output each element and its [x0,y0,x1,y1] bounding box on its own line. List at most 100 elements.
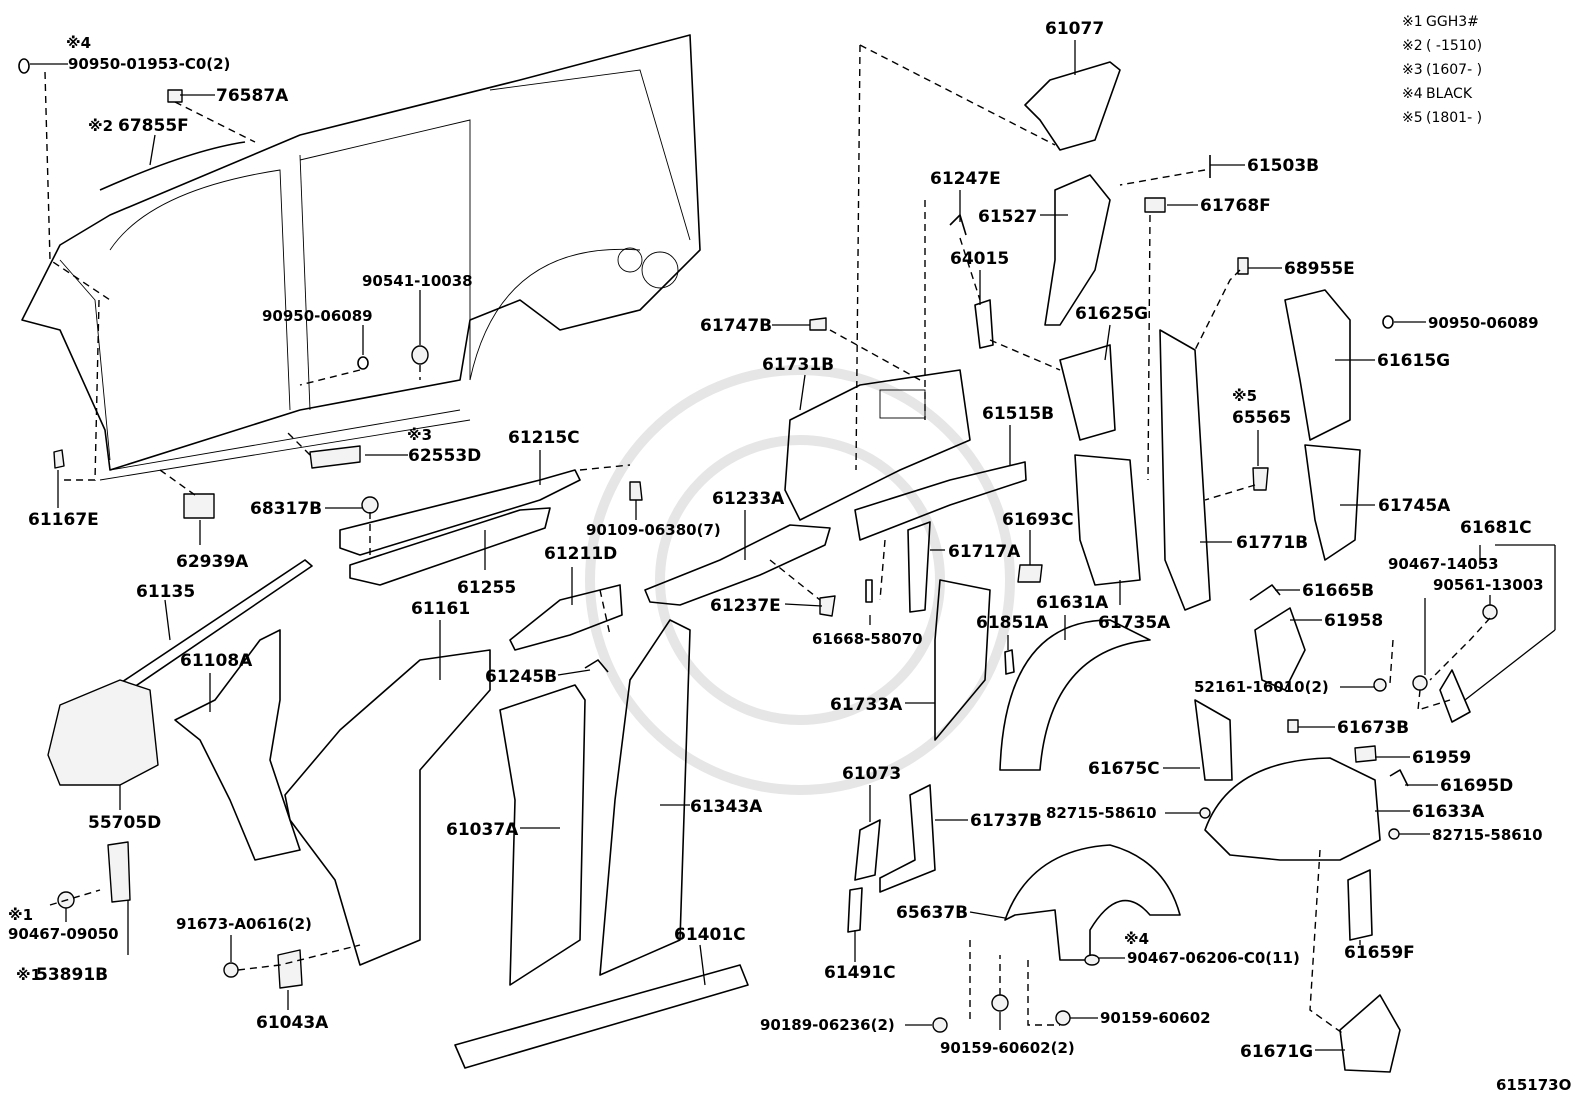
side-panel-outer-drawing [21,34,701,481]
part-label[interactable]: 65637B [896,903,968,923]
part-label[interactable]: 90950-01953-C0(2) [68,55,230,73]
part-label[interactable]: 61527 [978,207,1037,227]
part-label[interactable]: 61731B [762,355,834,375]
plug-90950-06089-left-drawing [357,356,369,370]
panel-61737B-drawing [879,784,936,893]
part-label[interactable]: 90159-60602 [1100,1009,1211,1027]
part-label[interactable]: 82715-58610 [1046,804,1157,822]
part-label[interactable]: 61135 [136,582,195,602]
part-label[interactable]: 61233A [712,489,785,509]
part-label[interactable]: 61255 [457,578,516,598]
note-2: ※2 ( -1510) [1402,38,1482,54]
part-label[interactable]: 90950-06089 [262,307,373,325]
part-label[interactable]: 90189-06236(2) [760,1016,895,1034]
pillar-61161-drawing [284,649,491,966]
part-label[interactable]: 61161 [411,599,470,619]
bracket-61671G-drawing [1339,994,1401,1073]
part-label[interactable]: 61747B [700,316,772,336]
part-label[interactable]: 61167E [28,510,99,530]
part-label[interactable]: 52161-16010(2) [1194,678,1329,696]
part-label[interactable]: 68955E [1284,259,1355,279]
panel-61735A-drawing [1074,454,1141,586]
note-4: ※4 BLACK [1402,86,1473,102]
svg-text:※5: ※5 [1402,110,1423,126]
part-label[interactable]: 61737B [970,811,1042,831]
part-label[interactable]: 61717A [948,542,1021,562]
part-label[interactable]: 90950-06089 [1428,314,1539,332]
clip-90561-drawing [1482,604,1498,620]
part-label[interactable]: 61958 [1324,611,1383,631]
part-label[interactable]: 61515B [982,404,1054,424]
part-label[interactable]: 90159-60602(2) [940,1039,1075,1057]
part-label[interactable]: 61673B [1337,718,1409,738]
part-label[interactable]: 61043A [256,1013,329,1033]
part-label[interactable]: 61401C [674,925,746,945]
clip-61695D-drawing [1389,769,1409,787]
part-label[interactable]: 61745A [1378,496,1451,516]
bracket-61717A-drawing [907,521,931,613]
bolt-91673-drawing [223,962,239,978]
part-label[interactable]: 61695D [1440,776,1513,796]
part-label[interactable]: 61245B [485,667,557,687]
part-label[interactable]: 61491C [824,963,896,983]
part-label[interactable]: 61771B [1236,533,1308,553]
part-label[interactable]: 61631A [1036,593,1109,613]
part-label[interactable]: 61633A [1412,802,1485,822]
part-label[interactable]: 67855F [118,116,189,136]
part-label[interactable]: 61733A [830,695,903,715]
pillar-61037A-drawing [499,684,586,986]
part-label[interactable]: 90467-14053 [1388,555,1499,573]
bolt-90109-drawing [629,481,643,501]
part-label[interactable]: 61073 [842,764,901,784]
part-label[interactable]: 61659F [1344,943,1415,963]
part-label[interactable]: 90467-09050 [8,925,119,943]
part-label[interactable]: 61077 [1045,19,1104,39]
note-1: ※1 GGH3# [1402,14,1479,30]
part-label[interactable]: 90109-06380(7) [586,521,721,539]
part-label[interactable]: 53891B [36,965,108,985]
part-label[interactable]: 61037A [446,820,519,840]
part-label[interactable]: 61343A [690,797,763,817]
clip-82715-right-drawing [1388,828,1400,840]
part-mark: ※3 [407,426,432,444]
part-label[interactable]: 61768F [1200,196,1271,216]
part-label[interactable]: 61665B [1302,581,1374,601]
part-label[interactable]: 61851A [976,613,1049,633]
bracket-61659F-drawing [1347,869,1373,941]
part-label[interactable]: 61693C [1002,510,1074,530]
part-label[interactable]: 76587A [216,86,289,106]
part-label[interactable]: 61108A [180,651,253,671]
part-label[interactable]: 90561-13003 [1433,576,1544,594]
part-label[interactable]: 62939A [176,552,249,572]
part-label[interactable]: 61625G [1075,304,1148,324]
clip-68317B-drawing [361,496,379,514]
bracket-61043A-drawing [277,949,303,989]
part-label[interactable]: 61668-58070 [812,630,923,648]
part-label[interactable]: 61211D [544,544,617,564]
part-label[interactable]: 61675C [1088,759,1160,779]
part-label[interactable]: 68317B [250,499,322,519]
part-label[interactable]: 61735A [1098,613,1171,633]
part-label[interactable]: 61215C [508,428,580,448]
part-label[interactable]: 90541-10038 [362,272,473,290]
part-label[interactable]: 61615G [1377,351,1450,371]
part-mark: ※1 [16,966,41,984]
clip-61768F-drawing [1144,197,1166,213]
part-label[interactable]: 64015 [950,249,1009,269]
part-label[interactable]: 91673-A0616(2) [176,915,312,933]
part-label[interactable]: 61681C [1460,518,1532,538]
part-label[interactable]: 61503B [1247,156,1319,176]
svg-text:BLACK: BLACK [1426,86,1473,102]
leader-lines [30,40,1556,1051]
part-label[interactable]: 65565 [1232,408,1291,428]
part-label[interactable]: 61247E [930,169,1001,189]
part-label[interactable]: 61237E [710,596,781,616]
part-label[interactable]: 62553D [408,446,481,466]
panel-61745A-drawing [1304,444,1361,561]
bracket-53891B-drawing [107,841,131,903]
part-label[interactable]: 90467-06206-C0(11) [1127,949,1300,967]
part-label[interactable]: 61671G [1240,1042,1313,1062]
part-label[interactable]: 82715-58610 [1432,826,1543,844]
part-label[interactable]: 61959 [1412,748,1471,768]
part-label[interactable]: 55705D [88,813,161,833]
